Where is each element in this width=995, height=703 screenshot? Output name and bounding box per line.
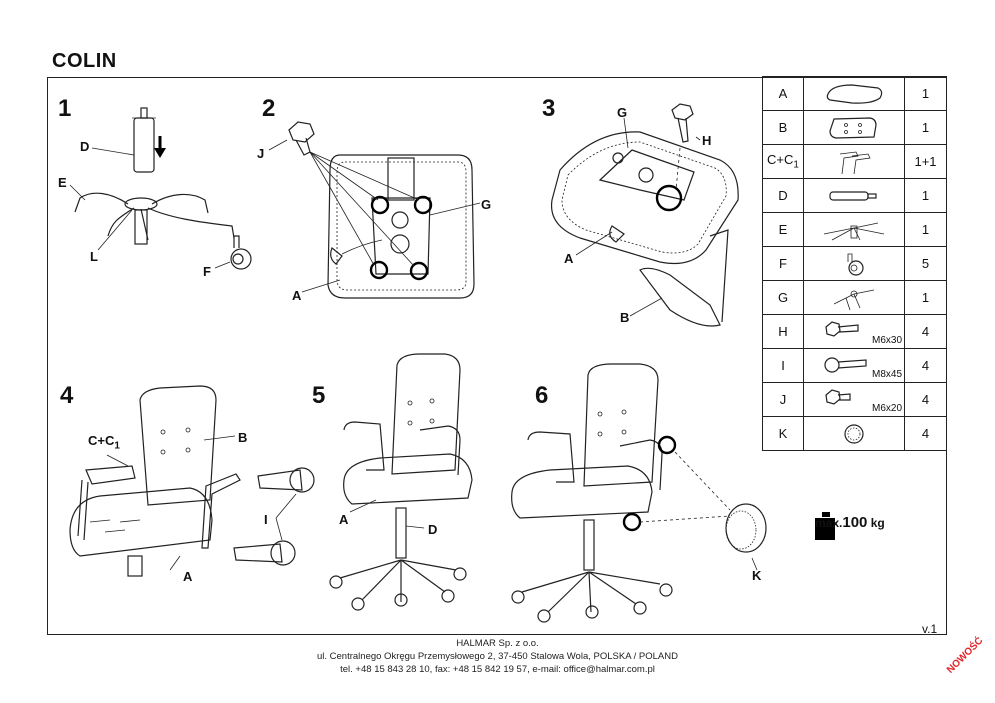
company-name: HALMAR Sp. z o.o. xyxy=(456,638,539,649)
instruction-frame xyxy=(47,77,947,635)
mechanism-icon xyxy=(803,280,905,315)
parts-list-table: A 1 B 1 C+C1 1+1 D 1 E 1 F 5 G 1 H M6x30… xyxy=(762,76,947,451)
part-code: J xyxy=(762,382,804,417)
step3-drawing xyxy=(550,103,739,327)
part-qty: 1 xyxy=(904,280,947,315)
label-g: G xyxy=(481,197,492,212)
bolt-icon: M8x45 xyxy=(803,348,905,383)
weight-icon xyxy=(815,512,835,540)
bolt-icon: M6x30 xyxy=(803,314,905,349)
label-a: A xyxy=(183,569,193,584)
part-qty: 4 xyxy=(904,382,947,417)
part-code: B xyxy=(762,110,804,145)
bolt-size: M6x30 xyxy=(871,335,902,346)
step6-drawing xyxy=(511,363,767,623)
part-code: I xyxy=(762,348,804,383)
part-qty: 1 xyxy=(904,110,947,145)
label-j: J xyxy=(257,146,265,161)
label-i: I xyxy=(264,512,268,527)
step4-drawing xyxy=(69,385,315,577)
step1-drawing xyxy=(69,107,252,270)
cap-icon xyxy=(803,416,905,451)
bolt-icon: M6x20 xyxy=(803,382,905,417)
seat-icon xyxy=(803,76,905,111)
part-code: D xyxy=(762,178,804,213)
version-label: v.1 xyxy=(922,622,938,636)
parts-row-d: D 1 xyxy=(762,178,947,213)
part-code: G xyxy=(762,280,804,315)
part-code: F xyxy=(762,246,804,281)
step5-drawing xyxy=(329,353,473,611)
document-title: COLIN xyxy=(52,50,117,72)
label-l: L xyxy=(90,249,98,264)
caster-icon xyxy=(803,246,905,281)
company-contact: tel. +48 15 843 28 10, fax: +48 15 842 1… xyxy=(340,664,655,675)
part-qty: 5 xyxy=(904,246,947,281)
parts-row-f: F 5 xyxy=(762,246,947,281)
part-qty: 1 xyxy=(904,212,947,247)
parts-row-j: J M6x20 4 xyxy=(762,382,947,417)
parts-row-e: E 1 xyxy=(762,212,947,247)
part-code: C+C1 xyxy=(762,144,804,179)
company-footer: HALMAR Sp. z o.o. ul. Centralnego Okręgu… xyxy=(0,637,995,676)
bolt-size: M6x20 xyxy=(871,403,902,414)
label-g: G xyxy=(617,105,628,120)
gas-lift-icon xyxy=(803,178,905,213)
step-number-1: 1 xyxy=(58,95,72,122)
parts-row-h: H M6x30 4 xyxy=(762,314,947,349)
part-code: H xyxy=(762,314,804,349)
label-b: B xyxy=(238,430,248,445)
part-qty: 1 xyxy=(904,178,947,213)
part-code: A xyxy=(762,76,804,111)
label-a: A xyxy=(564,251,574,266)
label-d: D xyxy=(428,522,438,537)
part-qty: 4 xyxy=(904,314,947,349)
part-code: E xyxy=(762,212,804,247)
step-number-4: 4 xyxy=(60,382,74,409)
step2-drawing xyxy=(268,121,481,299)
parts-row-c: C+C1 1+1 xyxy=(762,144,947,179)
label-d: D xyxy=(80,139,90,154)
label-e: E xyxy=(58,175,67,190)
label-a: A xyxy=(339,512,349,527)
step-number-6: 6 xyxy=(535,382,549,409)
label-f: F xyxy=(203,264,211,279)
part-qty: 1 xyxy=(904,76,947,111)
max-load-label: max.100 kg xyxy=(815,514,885,531)
base-icon xyxy=(803,212,905,247)
parts-row-a: A 1 xyxy=(762,76,947,111)
label-a: A xyxy=(292,288,302,303)
part-qty: 4 xyxy=(904,416,947,451)
backrest-icon xyxy=(803,110,905,145)
armrest-icon xyxy=(803,144,905,179)
company-address: ul. Centralnego Okręgu Przemysłowego 2, … xyxy=(316,651,678,662)
bolt-size: M8x45 xyxy=(871,369,902,380)
parts-row-g: G 1 xyxy=(762,280,947,315)
step-number-5: 5 xyxy=(312,382,326,409)
step-number-2: 2 xyxy=(262,95,276,122)
label-k: K xyxy=(752,568,762,583)
parts-row-k: K 4 xyxy=(762,416,947,451)
part-qty: 1+1 xyxy=(904,144,947,179)
part-qty: 4 xyxy=(904,348,947,383)
label-c-c1: C+C1 xyxy=(88,433,120,452)
label-b: B xyxy=(620,310,630,325)
parts-row-i: I M8x45 4 xyxy=(762,348,947,383)
step-number-3: 3 xyxy=(542,95,556,122)
part-code: K xyxy=(762,416,804,451)
label-h: H xyxy=(702,133,712,148)
parts-row-b: B 1 xyxy=(762,110,947,145)
